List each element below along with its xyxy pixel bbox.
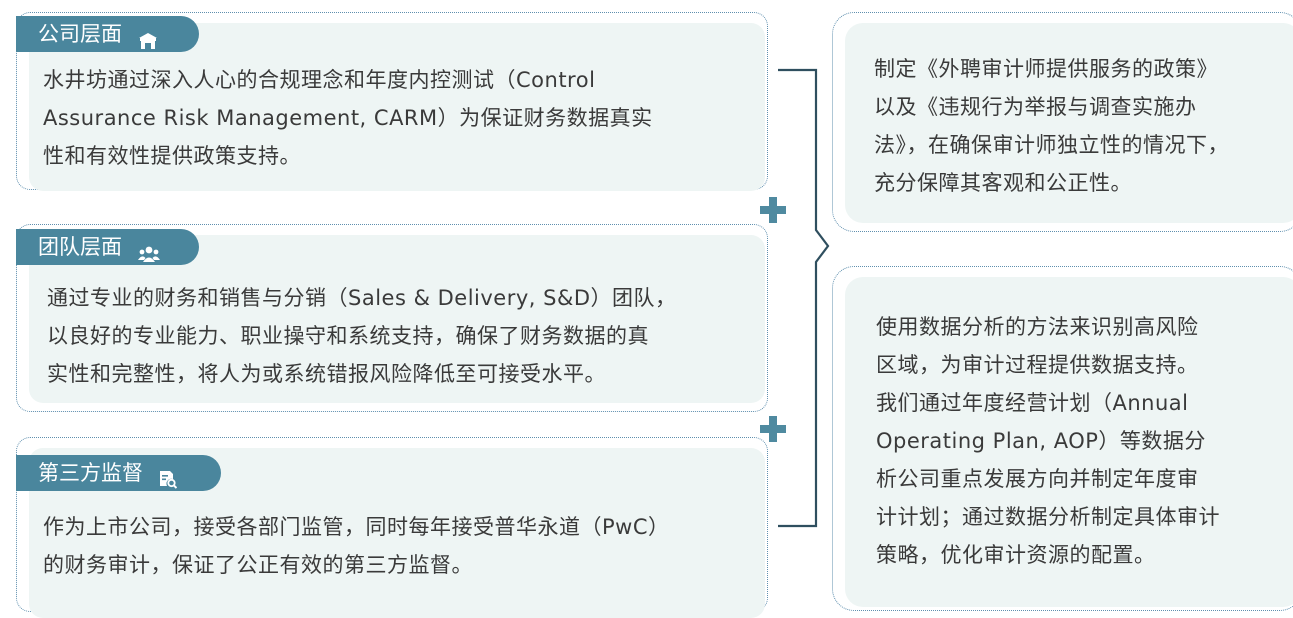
right-box-data-analysis [832,266,1293,611]
right-box-policy-line: 以及《违规行为举报与调查实施办 [874,95,1197,119]
team-icon [137,238,160,274]
right-box-data-analysis-line: Operating Plan, AOP）等数据分 [876,429,1206,453]
section-company-line: 性和有效性提供政策支持。 [43,144,301,168]
section-thirdparty-title: 第三方监督 [38,461,143,485]
right-box-data-analysis-fill [845,277,1293,607]
section-team-line: 以良好的专业能力、职业操守和系统支持，确保了财务数据的真 [47,324,649,348]
section-company-line: Assurance Risk Management, CARM）为保证财务数据真… [43,106,653,130]
right-box-policy-fill [845,23,1293,223]
section-team-line: 通过专业的财务和销售与分销（Sales & Delivery, S&D）团队， [47,286,677,310]
right-box-data-analysis-line: 区域，为审计过程提供数据支持。 [876,353,1199,377]
section-company-title: 公司层面 [38,22,122,46]
right-box-policy-line: 充分保障其客观和公正性。 [874,171,1132,195]
right-box-data-analysis-line: 策略，优化审计资源的配置。 [876,543,1156,567]
right-box-data-analysis-text: 使用数据分析的方法来识别高风险 区域，为审计过程提供数据支持。 我们通过年度经营… [876,308,1220,574]
section-company-tab: 公司层面 [16,16,199,52]
section-thirdparty-line: 的财务审计，保证了公正有效的第三方监督。 [43,553,473,577]
right-box-policy-line: 法》，在确保审计师独立性的情况下， [874,133,1229,157]
section-thirdparty-text: 作为上市公司，接受各部门监管，同时每年接受普华永道（PwC） 的财务审计，保证了… [43,508,670,584]
right-box-policy-line: 制定《外聘审计师提供服务的政策》 [874,57,1218,81]
section-company-text: 水井坊通过深入人心的合规理念和年度内控测试（Control Assurance … [43,61,653,175]
building-icon [138,25,158,61]
section-team-title: 团队层面 [38,235,122,259]
section-team-tab: 团队层面 [16,229,199,265]
bracket-connector [778,68,830,528]
section-thirdparty-line: 作为上市公司，接受各部门监管，同时每年接受普华永道（PwC） [43,515,670,539]
section-team-panel: 通过专业的财务和销售与分销（Sales & Delivery, S&D）团队， … [16,224,768,412]
right-box-data-analysis-line: 计计划；通过数据分析制定具体审计 [876,505,1220,529]
section-team-line: 实性和完整性，将人为或系统错报风险降低至可接受水平。 [47,362,606,386]
plus-icon [760,416,786,446]
right-box-data-analysis-line: 我们通过年度经营计划（Annual [876,391,1189,415]
section-thirdparty-tab: 第三方监督 [16,455,221,491]
plus-icon [760,197,786,227]
section-team-text: 通过专业的财务和销售与分销（Sales & Delivery, S&D）团队， … [47,279,677,393]
right-box-policy-text: 制定《外聘审计师提供服务的政策》 以及《违规行为举报与调查实施办 法》，在确保审… [874,50,1229,202]
right-box-policy [832,12,1293,232]
right-box-data-analysis-line: 析公司重点发展方向并制定年度审 [876,467,1199,491]
section-company-line: 水井坊通过深入人心的合规理念和年度内控测试（Control [43,68,596,92]
right-box-data-analysis-line: 使用数据分析的方法来识别高风险 [876,315,1199,339]
section-company-panel: 水井坊通过深入人心的合规理念和年度内控测试（Control Assurance … [16,12,768,191]
document-search-icon [159,464,177,500]
